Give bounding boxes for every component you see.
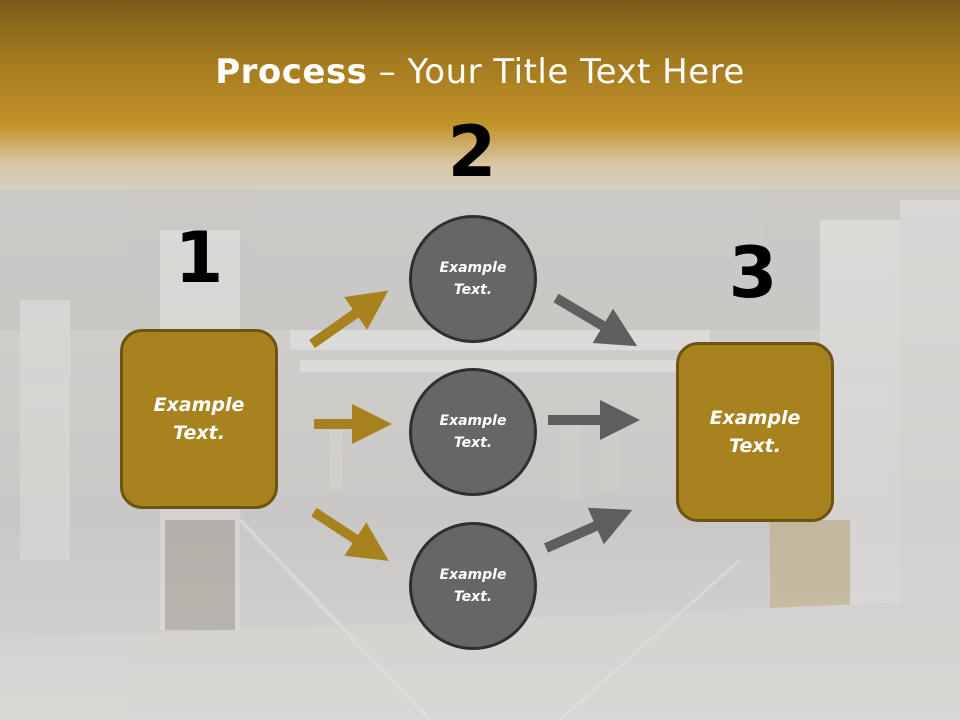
arrow-top-to-3 bbox=[553, 293, 638, 347]
arrow-bottom-to-3 bbox=[543, 507, 633, 553]
box-3-text: Example Text. bbox=[709, 406, 801, 458]
title-bold: Process bbox=[215, 52, 368, 92]
circle-middle-text: Example Text. bbox=[439, 412, 507, 451]
process-box-1: Example Text. bbox=[120, 329, 278, 509]
slide-title: Process – Your Title Text Here bbox=[0, 52, 960, 92]
arrow-1-to-bottom bbox=[311, 507, 389, 561]
step-number-1: 1 bbox=[174, 217, 224, 299]
step-number-2: 2 bbox=[447, 111, 497, 193]
step-number-3: 3 bbox=[728, 232, 778, 314]
process-circle-bottom: Example Text. bbox=[409, 522, 537, 650]
arrow-1-to-top bbox=[309, 290, 389, 349]
process-circle-top: Example Text. bbox=[409, 215, 537, 343]
title-rest: – Your Title Text Here bbox=[367, 52, 745, 92]
process-box-3: Example Text. bbox=[676, 342, 834, 522]
process-circle-middle: Example Text. bbox=[409, 368, 537, 496]
circle-bottom-text: Example Text. bbox=[439, 566, 507, 605]
box-1-text: Example Text. bbox=[153, 393, 245, 445]
circle-top-text: Example Text. bbox=[439, 259, 507, 298]
